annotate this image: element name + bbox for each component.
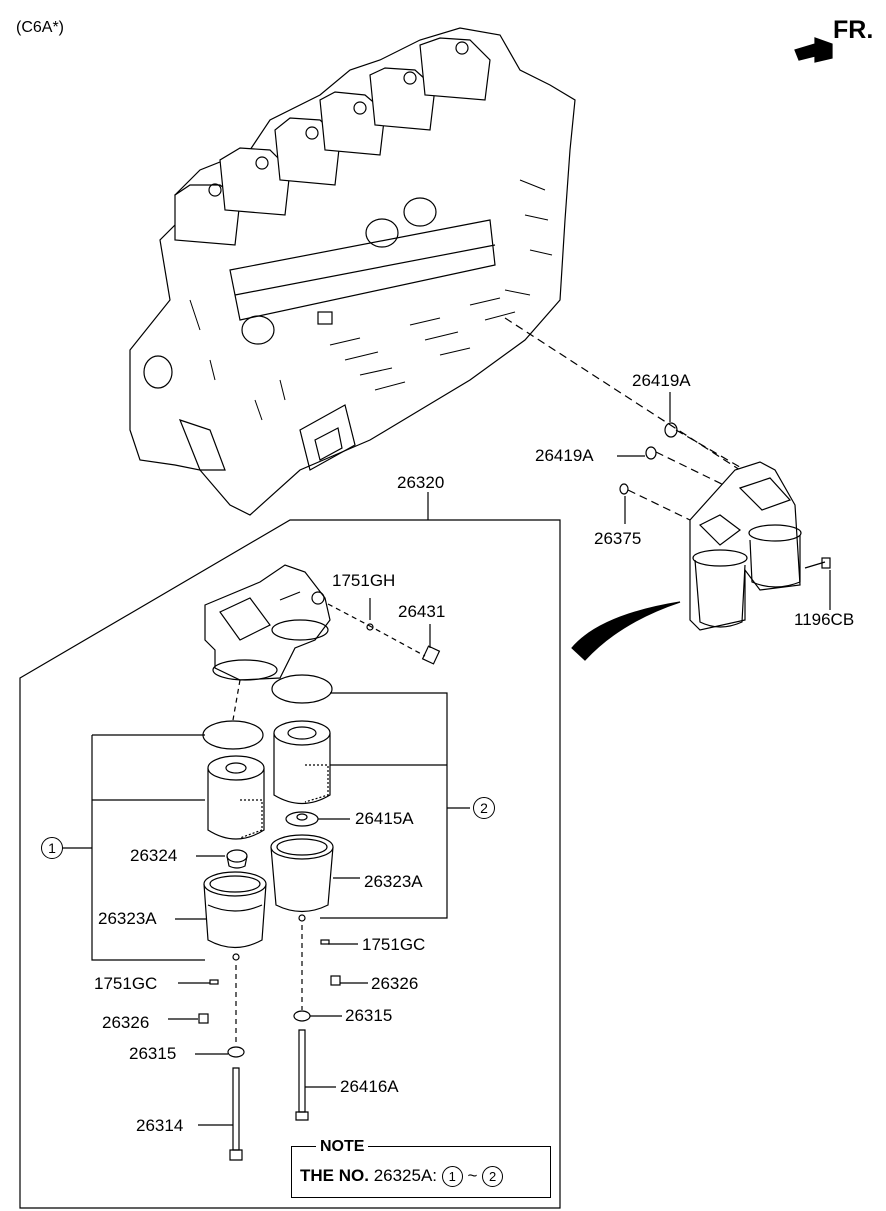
group-marker-1: 1 [41,837,63,859]
o-ring-26419A-mid [645,446,657,460]
part-label-26416A[interactable]: 26416A [340,1077,399,1096]
filter-element-left [207,755,265,840]
part-label-26315-right[interactable]: 26315 [345,1006,393,1025]
part-label-26326-right[interactable]: 26326 [371,974,419,993]
part-label-1751GC-left[interactable]: 1751GC [94,974,158,993]
part-label-1751GC-right[interactable]: 1751GC [362,935,426,954]
part-label-26315-left[interactable]: 26315 [129,1044,177,1063]
note-part-number: 26325A: [373,1166,438,1185]
note-title: NOTE [316,1138,369,1156]
part-label-26326-left[interactable]: 26326 [102,1013,150,1032]
front-direction-label: FR. [833,16,874,44]
bolt-26416A [298,1029,306,1113]
filter-element-right [273,720,331,805]
part-label-26314[interactable]: 26314 [136,1116,184,1135]
part-label-26375[interactable]: 26375 [594,529,642,548]
filter-head-drawing [204,564,331,681]
part-label-26419A-mid[interactable]: 26419A [535,446,594,465]
group-marker-2: 2 [473,797,495,819]
part-label-26323A-right[interactable]: 26323A [364,872,423,891]
seal-26375 [619,483,629,495]
filter-bowl-right [270,834,334,913]
note-from-marker: 1 [441,1166,463,1188]
note-prefix: THE NO. [300,1166,369,1185]
part-label-1196CB[interactable]: 1196CB [794,610,855,629]
assembly-frame [19,519,561,1209]
assembled-filter-drawing [689,461,831,631]
filter-bowl-left [203,871,267,949]
bolt-26314 [232,1067,240,1151]
note-text: THE NO. 26325A: 1 ~ 2 [300,1166,504,1188]
note-separator: ~ [467,1166,478,1185]
variant-code: (C6A*) [16,19,65,36]
part-label-26415A[interactable]: 26415A [355,809,414,828]
note-box: NOTE THE NO. 26325A: 1 ~ 2 [291,1138,551,1198]
part-label-26431[interactable]: 26431 [398,602,446,621]
front-arrow-icon [794,37,833,63]
part-label-1751GH[interactable]: 1751GH [332,571,396,590]
part-label-26419A-top[interactable]: 26419A [632,371,691,390]
swoosh-arrow-icon [571,601,681,661]
note-to-marker: 2 [482,1166,504,1188]
engine-to-filter-leader [504,317,741,471]
o-ring-26419A-top [664,422,678,438]
part-label-26323A-left[interactable]: 26323A [98,909,157,928]
part-label-26320[interactable]: 26320 [397,473,445,492]
part-label-26324[interactable]: 26324 [130,846,178,865]
engine-block-drawing [129,27,576,516]
